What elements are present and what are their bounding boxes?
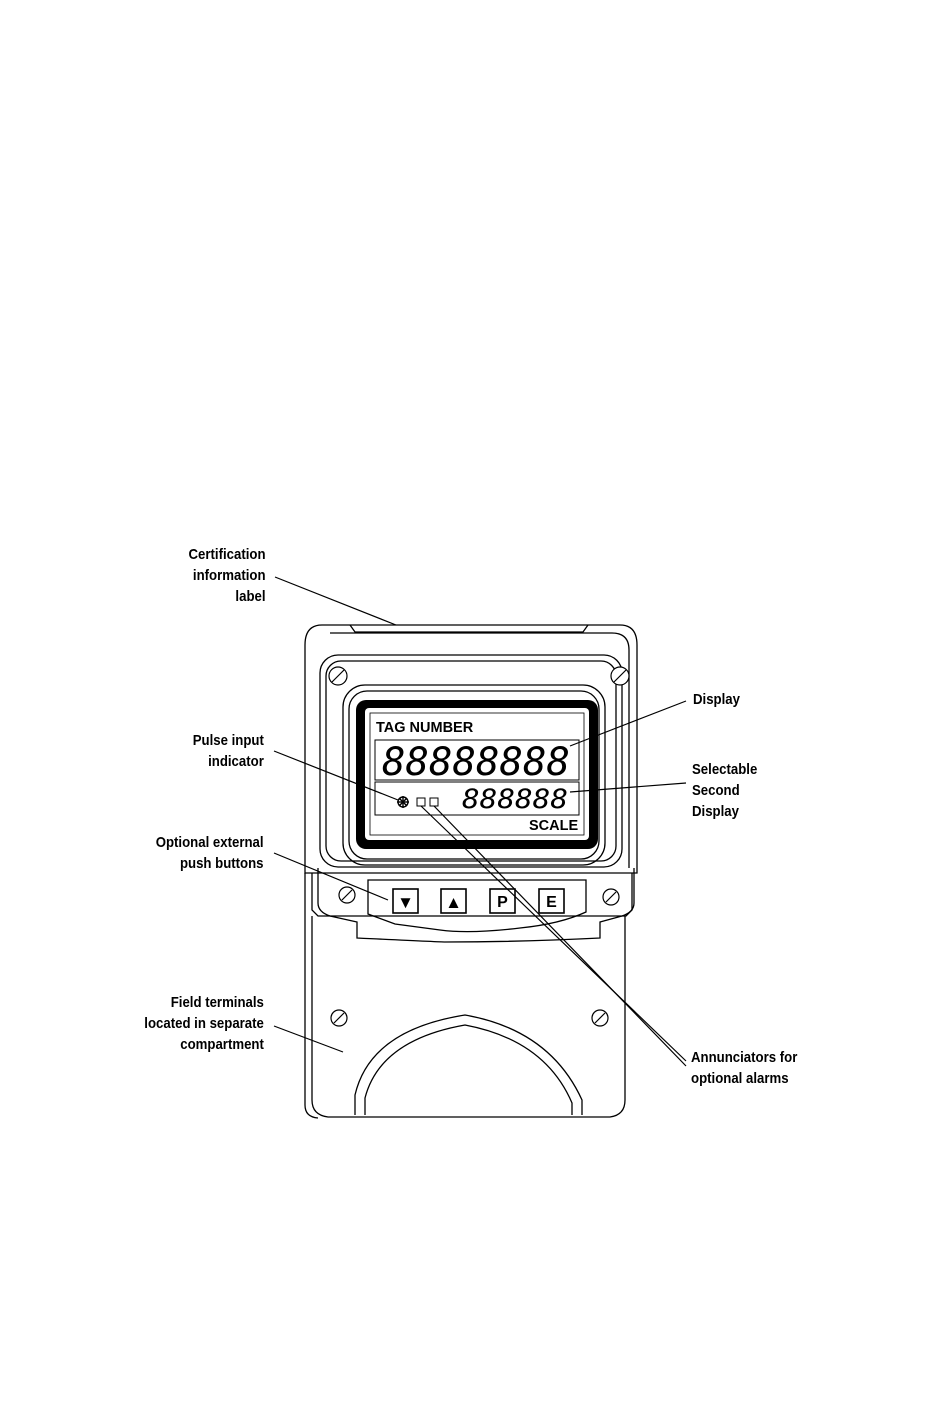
p-button-label: P [497,894,508,911]
lcd-tag-number: TAG NUMBER [376,720,474,736]
lcd-scale: SCALE [529,818,578,834]
lcd-second-digits: 888888 [462,784,568,815]
down-arrow-icon: ▼ [397,893,414,912]
screw-icon [339,887,619,905]
certification-label-strip [350,625,588,632]
lcd-main-digits: 88888888 [382,740,570,785]
up-button[interactable]: ▲ [441,889,466,913]
screw-icon [329,667,629,685]
up-arrow-icon: ▲ [445,893,462,912]
annunciator-1 [417,798,425,806]
terminal-door-arch [355,1015,582,1115]
e-button-label: E [546,894,557,911]
terminal-compartment [312,916,625,1117]
down-button[interactable]: ▼ [393,889,418,913]
annunciator-2 [430,798,438,806]
e-button[interactable]: E [539,889,564,913]
screw-icon [331,1010,608,1026]
